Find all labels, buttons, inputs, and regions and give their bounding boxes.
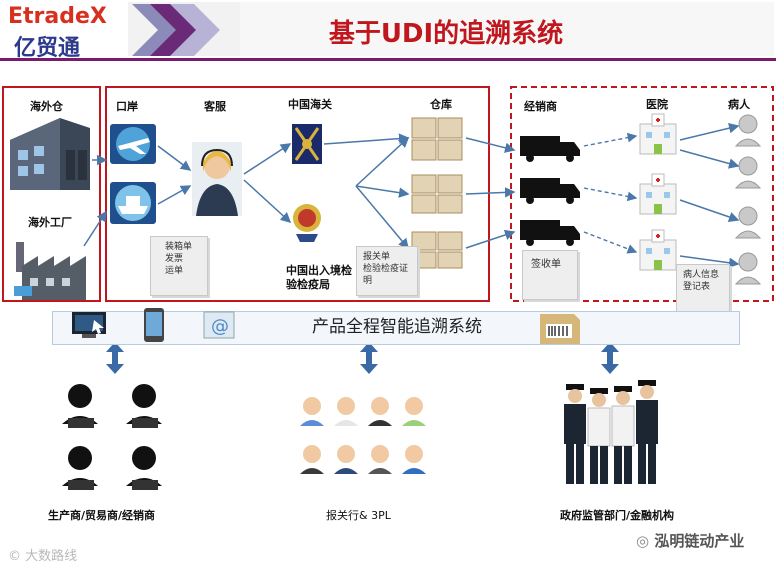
label-ciq: 中国出入境检验检疫局 [286, 264, 352, 291]
doc-line: 报关单 [363, 252, 391, 262]
receipt-document: 签收单 [522, 250, 578, 300]
factory-icon [14, 242, 86, 300]
patient-icon [734, 114, 762, 285]
patient-record-document: 病人信息 登记表 [676, 264, 730, 314]
updown-arrow-icon [106, 342, 619, 374]
group-label-producers: 生产商/贸易商/经销商 [48, 509, 156, 522]
truck-icon [520, 136, 580, 246]
group-label-regulators: 政府监管部门/金融机构 [560, 509, 675, 522]
page-title: 基于UDI的追溯系统 [328, 19, 564, 49]
wechat-icon: ◎ [636, 532, 650, 550]
label-patient: 病人 [728, 98, 750, 111]
doc-line: 登记表 [683, 282, 711, 292]
group-people [62, 380, 658, 490]
doc-line: 检验检疫证明 [363, 264, 409, 286]
phone-icon [144, 308, 164, 342]
import-frame [105, 86, 490, 302]
hospital-icon [639, 113, 677, 271]
operator-icon [62, 384, 162, 490]
label-hospital: 医院 [646, 98, 668, 111]
airplane-icon [110, 124, 156, 164]
doc-line: 装箱单 [165, 242, 193, 252]
warehouse-boxes-icon [411, 117, 463, 269]
customs-documents: 报关单 检验检疫证明 [356, 246, 418, 296]
customer-service-icon [192, 142, 242, 216]
label-overseas-factory: 海外工厂 [28, 216, 72, 229]
barcode-icon [540, 314, 580, 344]
doc-line: 病人信息 [683, 270, 720, 280]
email-icon: @ [203, 311, 235, 339]
doc-line: 发票 [165, 254, 184, 264]
label-distributor: 经销商 [524, 100, 557, 113]
ciq-emblem-icon [292, 198, 322, 242]
watermark-right: ◎ 泓明链动产业 [636, 530, 744, 551]
watermark-left: © 大数路线 [8, 545, 77, 564]
label-customer-service: 客服 [204, 100, 226, 113]
label-china-customs: 中国海关 [288, 98, 332, 111]
header-decoration [0, 2, 776, 61]
label-overseas-warehouse: 海外仓 [30, 100, 63, 113]
watermark-logo-icon: © [8, 549, 21, 564]
staff-icon [300, 397, 426, 474]
label-port: 口岸 [116, 100, 138, 113]
officer-icon [564, 380, 658, 484]
overseas-frame [2, 86, 101, 302]
traceability-system-bar [52, 311, 740, 345]
group-label-brokers: 报关行& 3PL [326, 509, 391, 522]
etradex-logo-text: EtradeX [8, 4, 107, 29]
etradex-logo-cn: 亿贸通 [14, 36, 81, 61]
label-warehouse: 仓库 [430, 98, 452, 111]
shipping-documents: 装箱单 发票 运单 [150, 236, 208, 296]
warehouse-building-icon [10, 118, 90, 190]
ship-icon [110, 182, 156, 224]
system-bar-icons: @ [72, 308, 580, 344]
watermark-left-text: 大数路线 [25, 549, 78, 564]
doc-line: 运单 [165, 266, 184, 276]
computer-icon [72, 312, 106, 338]
svg-text:@: @ [211, 316, 229, 337]
system-bar-label: 产品全程智能追溯系统 [312, 317, 482, 337]
watermark-right-text: 泓明链动产业 [654, 532, 745, 550]
customs-emblem-icon [292, 124, 322, 164]
